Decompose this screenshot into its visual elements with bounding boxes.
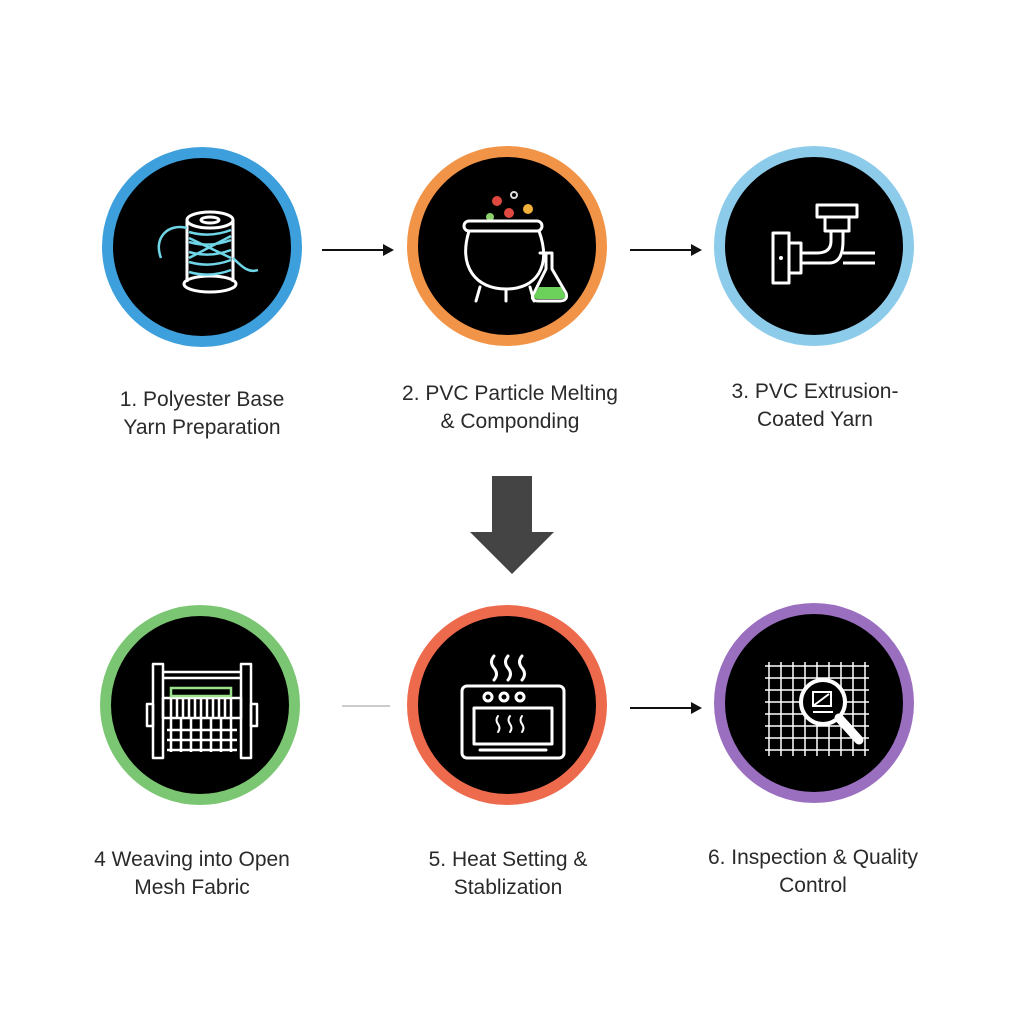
step-3-circle: [714, 146, 914, 346]
magnifier-grid-icon: [765, 662, 869, 756]
step-4-label: 4 Weaving into Open Mesh Fabric: [94, 848, 290, 899]
extruder-icon: [771, 203, 875, 285]
step-4-circle: [100, 605, 300, 805]
step-1-label: 1. Polyester Base Yarn Preparation: [119, 388, 285, 439]
oven-icon: [460, 654, 566, 760]
step-6-label: 6. Inspection & Quality Control: [707, 846, 919, 897]
loom-icon: [145, 662, 259, 760]
step-5-label: 5. Heat Setting & Stablization: [428, 848, 588, 899]
arrow-5-6: [630, 702, 702, 714]
step-6-circle: [714, 603, 914, 803]
arrow-2-3: [630, 244, 702, 256]
step-1-circle: [102, 147, 302, 347]
arrow-4-5: [342, 705, 390, 707]
step-2-circle: [407, 146, 607, 346]
step-5-circle: [407, 605, 607, 805]
yarn-spool-icon: [157, 210, 259, 294]
arrow-1-2: [322, 244, 394, 256]
cauldron-flask-icon: [462, 191, 568, 303]
step-2-label: 2. PVC Particle Melting & Componding: [402, 382, 618, 433]
step-3-label: 3. PVC Extrusion- Coated Yarn: [731, 380, 899, 431]
down-arrow-icon: [470, 476, 554, 574]
